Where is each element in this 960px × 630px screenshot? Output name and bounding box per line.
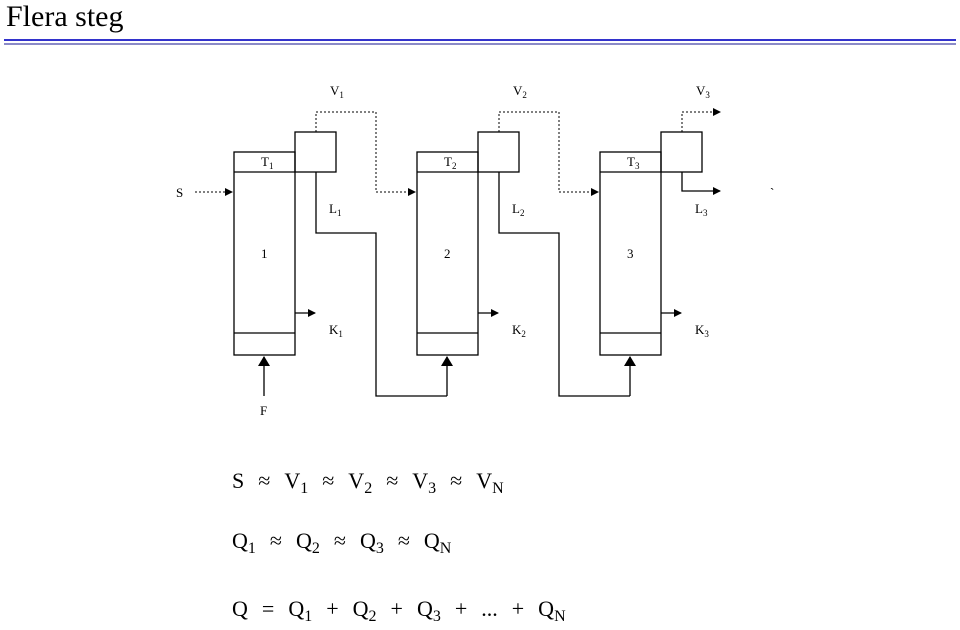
eq1-term: V3	[412, 468, 437, 497]
slide-title: Flera steg	[6, 0, 124, 33]
liquid-line-1	[315, 172, 447, 397]
condenser-2	[477, 131, 520, 173]
column-2	[416, 151, 479, 356]
stage-number-1: 1	[261, 246, 268, 261]
label-L2: L2	[512, 201, 524, 218]
eq2-term: Q2	[295, 528, 320, 557]
eq3-term: Q3	[416, 596, 441, 625]
condenser-3	[660, 131, 703, 173]
eq3-operator: +	[326, 596, 339, 621]
eq2-term: QN	[423, 528, 452, 557]
eq3-operator: +	[511, 596, 525, 621]
label-L3: L3	[695, 201, 708, 218]
column-3	[599, 151, 662, 356]
label-K2: K2	[512, 322, 526, 339]
eq1-term: S	[232, 468, 245, 493]
eq3-term: ...	[481, 596, 498, 621]
vapor-line-1	[315, 111, 416, 196]
eq3-term: Q1	[288, 596, 313, 625]
eq1-term: VN	[476, 468, 504, 497]
label-F: F	[260, 403, 267, 418]
label-L1: L1	[329, 201, 341, 218]
eq2-operator: ≈	[397, 528, 410, 553]
eq1-term: V1	[284, 468, 309, 497]
stage-number-3: 3	[627, 246, 634, 261]
label-S: S	[176, 185, 183, 200]
label-V3: V3	[696, 83, 710, 100]
vapor-line-2	[498, 111, 599, 196]
liquid-outlet-3	[681, 172, 721, 195]
condenser-1	[294, 131, 337, 173]
eq1-operator: ≈	[386, 468, 399, 493]
label-K1: K1	[329, 322, 343, 339]
label-K3: K3	[695, 322, 709, 339]
liquid-line-2	[498, 172, 630, 397]
equation-total-heat: Q = Q1 + Q2 + Q3 +... + QN	[232, 596, 566, 630]
vapor-outlet-3	[681, 108, 721, 132]
label-T2: T2	[444, 154, 456, 171]
eq3-term: Q2	[352, 596, 377, 625]
eq1-operator: ≈	[258, 468, 271, 493]
equation-vapor-balance: S ≈ V1 ≈ V2 ≈ V3 ≈ VN	[232, 468, 504, 502]
title-underline	[4, 39, 956, 45]
eq3-term: Q	[232, 596, 248, 621]
eq2-term: Q3	[359, 528, 384, 557]
eq3-operator: +	[454, 596, 468, 621]
eq2-operator: ≈	[269, 528, 282, 553]
eq3-term: QN	[538, 596, 566, 625]
eq3-operator: =	[261, 596, 275, 621]
label-T3: T3	[627, 154, 640, 171]
label-T1: T1	[261, 154, 273, 171]
eq1-term: V2	[348, 468, 373, 497]
eq2-term: Q1	[232, 528, 256, 557]
eq1-operator: ≈	[322, 468, 335, 493]
equation-heat-balance: Q1 ≈ Q2 ≈ Q3 ≈ QN	[232, 528, 451, 562]
eq2-operator: ≈	[333, 528, 346, 553]
label-V1: V1	[330, 83, 344, 100]
eq3-operator: +	[390, 596, 403, 621]
label-V2: V2	[513, 83, 527, 100]
stage-number-2: 2	[444, 246, 451, 261]
links-layer	[195, 108, 721, 397]
column-1	[233, 151, 296, 356]
eq1-operator: ≈	[450, 468, 463, 493]
stray-mark: `	[770, 185, 774, 200]
